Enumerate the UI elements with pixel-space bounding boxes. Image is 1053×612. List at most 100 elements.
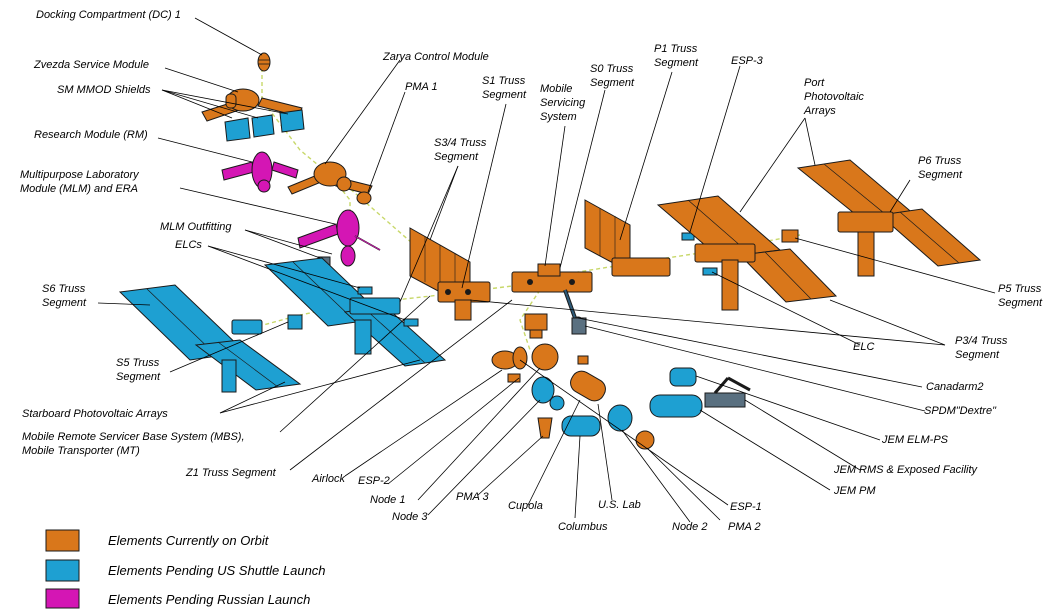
mlm-module (297, 209, 381, 267)
legend-item-on-orbit: Elements Currently on Orbit (45, 529, 270, 552)
zarya-module (287, 161, 373, 195)
leader-lines (97, 17, 996, 523)
node2-module (607, 404, 633, 432)
label-starboard-pv-arrays: Starboard Photovoltaic Arrays (22, 408, 168, 420)
z1-truss (524, 313, 548, 339)
jem-elm-ps-module (669, 367, 697, 387)
s1-truss-segment (437, 281, 491, 321)
label-s34-line2: Segment (434, 151, 479, 163)
label-s0-line2: Segment (590, 77, 635, 89)
label-zarya: Zarya Control Module (382, 51, 489, 63)
spdm-dextre (571, 317, 587, 335)
label-node1: Node 1 (370, 494, 405, 506)
s6-truss-and-arrays (118, 284, 302, 393)
pma1-adapter (356, 191, 372, 205)
legend-item-russian: Elements Pending Russian Launch (45, 588, 310, 609)
node3-module (531, 376, 565, 411)
assembly-path-lines (244, 68, 801, 351)
label-mlm-line2: Module (MLM) and ERA (20, 183, 138, 195)
p34-port-arrays (656, 195, 838, 311)
s5-truss (287, 314, 303, 330)
label-pma3: PMA 3 (456, 491, 489, 503)
label-s0-line1: S0 Truss (590, 63, 634, 75)
label-node3: Node 3 (392, 511, 428, 523)
label-z1-truss: Z1 Truss Segment (185, 467, 277, 479)
label-sm-mmod-shields: SM MMOD Shields (57, 84, 151, 96)
elc-port (702, 267, 718, 276)
labels: Docking Compartment (DC) 1 Zvezda Servic… (20, 9, 1043, 533)
zvezda-module (201, 88, 303, 122)
label-p34-line1: P3/4 Truss (955, 335, 1008, 347)
label-jem-rms: JEM RMS & Exposed Facility (833, 464, 979, 476)
node1-module (531, 343, 589, 371)
label-mss-line1: Mobile (540, 83, 572, 95)
legend: Elements Currently on Orbit Elements Pen… (45, 529, 326, 609)
legend-swatch-on-orbit (45, 529, 80, 552)
s34-starboard-arrays (263, 257, 447, 367)
label-node2: Node 2 (672, 521, 707, 533)
p5-truss (781, 229, 799, 243)
label-mlm-line1: Multipurpose Laboratory (20, 169, 140, 181)
esp3 (681, 232, 695, 241)
label-s5-line1: S5 Truss (116, 357, 160, 369)
label-p34-line2: Segment (955, 349, 1000, 361)
label-p6-line1: P6 Truss (918, 155, 962, 167)
legend-swatch-russian (45, 588, 80, 609)
pma3-adapter (537, 417, 553, 439)
label-p5-line1: P5 Truss (998, 283, 1042, 295)
label-p1-line1: P1 Truss (654, 43, 698, 55)
label-mss-line2: Servicing (540, 97, 586, 109)
legend-swatch-us-shuttle (45, 559, 80, 582)
label-zvezda: Zvezda Service Module (33, 59, 149, 71)
label-canadarm2: Canadarm2 (926, 381, 983, 393)
label-p5-line2: Segment (998, 297, 1043, 309)
label-mbs-line1: Mobile Remote Servicer Base System (MBS)… (22, 431, 245, 443)
label-esp2: ESP-2 (358, 475, 390, 487)
label-mlm-outfitting: MLM Outfitting (160, 221, 232, 233)
label-cupola: Cupola (508, 500, 543, 512)
label-s1-line1: S1 Truss (482, 75, 526, 87)
airlock-module (491, 346, 528, 383)
legend-label-on-orbit: Elements Currently on Orbit (108, 533, 270, 548)
label-jem-elm-ps: JEM ELM-PS (881, 434, 949, 446)
label-s1-line2: Segment (482, 89, 527, 101)
p6-truss-and-arrays (796, 159, 982, 277)
label-us-lab: U.S. Lab (598, 499, 641, 511)
elcs-starboard (357, 286, 419, 327)
label-s6-line1: S6 Truss (42, 283, 86, 295)
label-spdm-dextre: SPDM"Dextre" (924, 405, 997, 417)
label-pma2: PMA 2 (728, 521, 761, 533)
label-esp1: ESP-1 (730, 501, 762, 513)
columbus-module (561, 415, 601, 437)
label-s34-line1: S3/4 Truss (434, 137, 487, 149)
label-p6-line2: Segment (918, 169, 963, 181)
label-jem-pm: JEM PM (833, 485, 876, 497)
jem-pm-module (649, 394, 703, 418)
sm-mmod-shields (224, 109, 305, 142)
p1-truss-segment (584, 199, 671, 277)
legend-label-russian: Elements Pending Russian Launch (108, 592, 310, 607)
label-pma1: PMA 1 (405, 81, 438, 93)
s0-truss-and-mss (511, 263, 593, 293)
label-port-pv-line3: Arrays (803, 105, 836, 117)
label-p1-line2: Segment (654, 57, 699, 69)
label-s5-line2: Segment (116, 371, 161, 383)
label-s6-line2: Segment (42, 297, 87, 309)
label-mss-line3: System (540, 111, 577, 123)
pma2-adapter (635, 430, 655, 450)
label-mbs-line2: Mobile Transporter (MT) (22, 445, 140, 457)
label-port-pv-line1: Port (804, 77, 825, 89)
research-module (221, 151, 299, 193)
us-lab-module (570, 370, 606, 402)
legend-item-us-shuttle: Elements Pending US Shuttle Launch (45, 559, 326, 582)
label-esp3: ESP-3 (731, 55, 764, 67)
label-airlock: Airlock (311, 473, 346, 485)
label-elcs: ELCs (175, 239, 202, 251)
jem-rms-exposed-facility (704, 376, 751, 408)
label-docking-compartment: Docking Compartment (DC) 1 (36, 9, 181, 21)
docking-compartment-module (257, 52, 271, 72)
label-columbus: Columbus (558, 521, 608, 533)
legend-label-us-shuttle: Elements Pending US Shuttle Launch (108, 563, 326, 578)
label-elc: ELC (853, 341, 874, 353)
